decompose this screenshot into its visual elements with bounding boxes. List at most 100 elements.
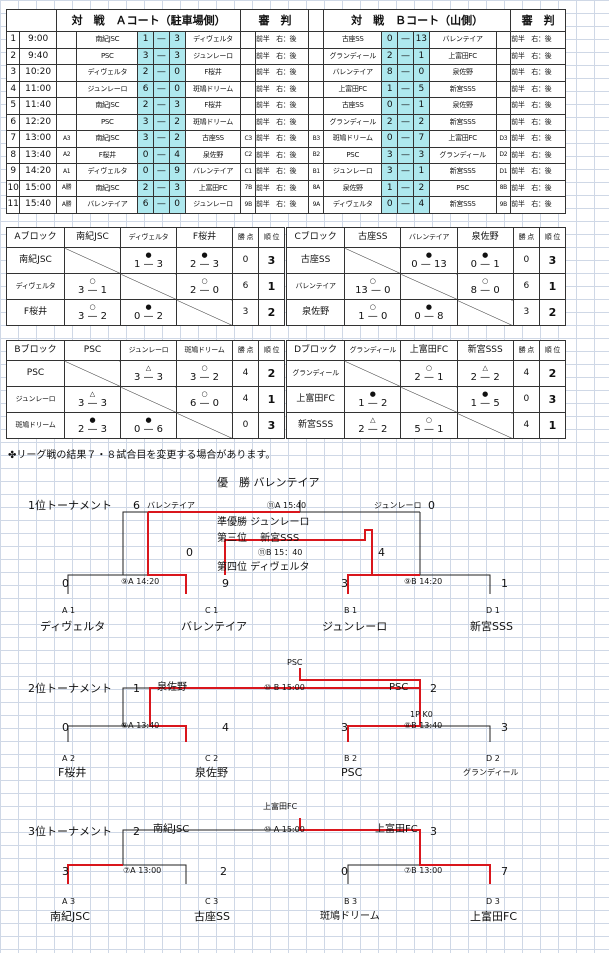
schedule-cell-ta1: 南紀JSC xyxy=(76,97,139,115)
group-result-cell: ●0 — 2 xyxy=(120,299,177,326)
result-score: 0 — 6 xyxy=(122,424,176,435)
group-points: 4 xyxy=(512,360,540,387)
schedule-header-row: 対 戦 Ａコート（駐車場側） 審 判 対 戦 Ｂコート（山側） 審 判 xyxy=(6,9,566,32)
t2-pk-label: 1P K0 xyxy=(410,710,433,719)
t2-score-c2: 4 xyxy=(222,721,229,734)
score-separator: — xyxy=(397,80,414,98)
t3-team-b3: 斑鳩ドリーム xyxy=(320,911,380,922)
group-points: 6 xyxy=(232,273,259,300)
group-result-cell: ●0 — 13 xyxy=(400,247,458,274)
score-separator: — xyxy=(84,398,101,409)
t2-final-left-team: 泉佐野 xyxy=(157,682,187,693)
schedule-cell-sa2: 0 xyxy=(168,196,186,214)
score-separator: — xyxy=(152,163,170,181)
score-against: 1 xyxy=(100,285,108,296)
score-against: 3 xyxy=(212,259,220,270)
score-for: 3 xyxy=(189,372,197,383)
group-result-cell: ●2 — 3 xyxy=(64,412,121,439)
t1-seed-b1: B 1 xyxy=(344,606,358,615)
score-against: 2 xyxy=(212,372,220,383)
schedule-cell-sa1: 6 xyxy=(137,80,154,98)
t1-fourth-label: 第四位 ディヴェルタ xyxy=(217,562,310,573)
t1-score-c1: 9 xyxy=(222,577,229,590)
schedule-cell-ta1: バレンテイア xyxy=(76,196,139,214)
t3-score-d3: 7 xyxy=(501,865,508,878)
group-result-cell: ●1 — 2 xyxy=(344,386,402,413)
schedule-cell-refa: 前半 右：後 xyxy=(255,146,310,164)
t1-champion-label: 優 勝 バレンテイア xyxy=(217,476,320,489)
score-against: 3 xyxy=(156,259,164,270)
score-separator: — xyxy=(196,398,213,409)
t2-seed-a2: A 2 xyxy=(62,754,76,763)
t3-seed-b3: B 3 xyxy=(344,897,358,906)
t3-score-right-final: 3 xyxy=(430,825,437,838)
group-result-cell: ●1 — 3 xyxy=(120,247,177,274)
schedule-cell-sa1: 2 xyxy=(137,64,154,82)
result-mark: ● xyxy=(145,251,152,259)
t2-score-b2: 3 xyxy=(341,721,348,734)
t3-team-d3: 上富田FC xyxy=(470,910,518,923)
t1-score-a1: 0 xyxy=(62,577,69,590)
t3-semi-b-match: ⑦B 13:00 xyxy=(404,866,443,875)
group-result-cell: ○2 — 1 xyxy=(400,360,458,387)
score-separator: — xyxy=(397,196,414,214)
score-separator: — xyxy=(397,130,414,148)
t3-final-left-team: 南紀JSC xyxy=(153,824,190,835)
group-team-name: PSC xyxy=(6,360,65,387)
t3-winner: 上富田FC xyxy=(263,802,298,811)
t2-seed-b2: B 2 xyxy=(344,754,358,763)
score-against: 2 xyxy=(380,424,388,435)
t1-score-third-left: 0 xyxy=(186,546,193,559)
group-rank: 2 xyxy=(258,299,285,326)
score-for: 5 xyxy=(414,424,421,435)
score-for: 3 xyxy=(77,398,85,409)
t1-score-left-final: 6 xyxy=(133,499,140,512)
group-rank: 1 xyxy=(538,412,567,439)
group-header-cell: 順 位 xyxy=(538,340,567,361)
t1-seed-d1: D 1 xyxy=(486,606,500,615)
score-separator: — xyxy=(84,285,101,296)
result-score: 2 — 3 xyxy=(178,259,232,270)
schedule-cell-sb2: 0 xyxy=(412,64,430,82)
schedule-cell-time: 15:40 xyxy=(19,196,57,214)
t3-score-left-final: 2 xyxy=(133,825,140,838)
group-points: 0 xyxy=(512,386,540,413)
t2-team-d2: グランディール xyxy=(463,768,519,777)
schedule-cell-n: 11 xyxy=(5,196,21,214)
result-score: 6 — 0 xyxy=(178,398,232,409)
score-separator: — xyxy=(420,311,438,322)
schedule-cell-sb1: 2 xyxy=(381,113,399,131)
score-separator: — xyxy=(476,398,494,409)
t2-semi-a-match: ⑧A 13:40 xyxy=(121,721,160,730)
group-team-name: 斑鳩ドリーム xyxy=(6,412,65,439)
score-for: 0 xyxy=(133,424,141,435)
schedule-cell-sb2: 13 xyxy=(412,31,430,49)
t1-team-b1: ジュンレーロ xyxy=(322,620,388,633)
schedule-cell-tb2: 新宮SSS xyxy=(428,196,497,214)
court-a-header: 対 戦 Ａコート（駐車場側） xyxy=(55,9,242,32)
t2-final-match: ⑩ B 15:00 xyxy=(264,683,305,692)
result-score: 8 — 0 xyxy=(458,285,512,296)
group-result-cell: ●0 — 6 xyxy=(120,412,177,439)
t1-final-right-team: ジュンレーロ xyxy=(374,501,422,510)
group-team-name: F桜井 xyxy=(6,299,65,326)
result-mark: ○ xyxy=(89,277,96,285)
schedule-cell-sb2: 7 xyxy=(412,130,430,148)
score-for: 1 xyxy=(358,398,365,409)
result-mark: ● xyxy=(145,416,152,424)
score-for: 8 xyxy=(470,285,477,296)
result-score: 2 — 2 xyxy=(458,373,512,383)
group-diagonal-cell xyxy=(456,299,514,326)
score-separator: — xyxy=(397,97,414,115)
t3-final-right-team: 上富田FC xyxy=(375,824,418,835)
